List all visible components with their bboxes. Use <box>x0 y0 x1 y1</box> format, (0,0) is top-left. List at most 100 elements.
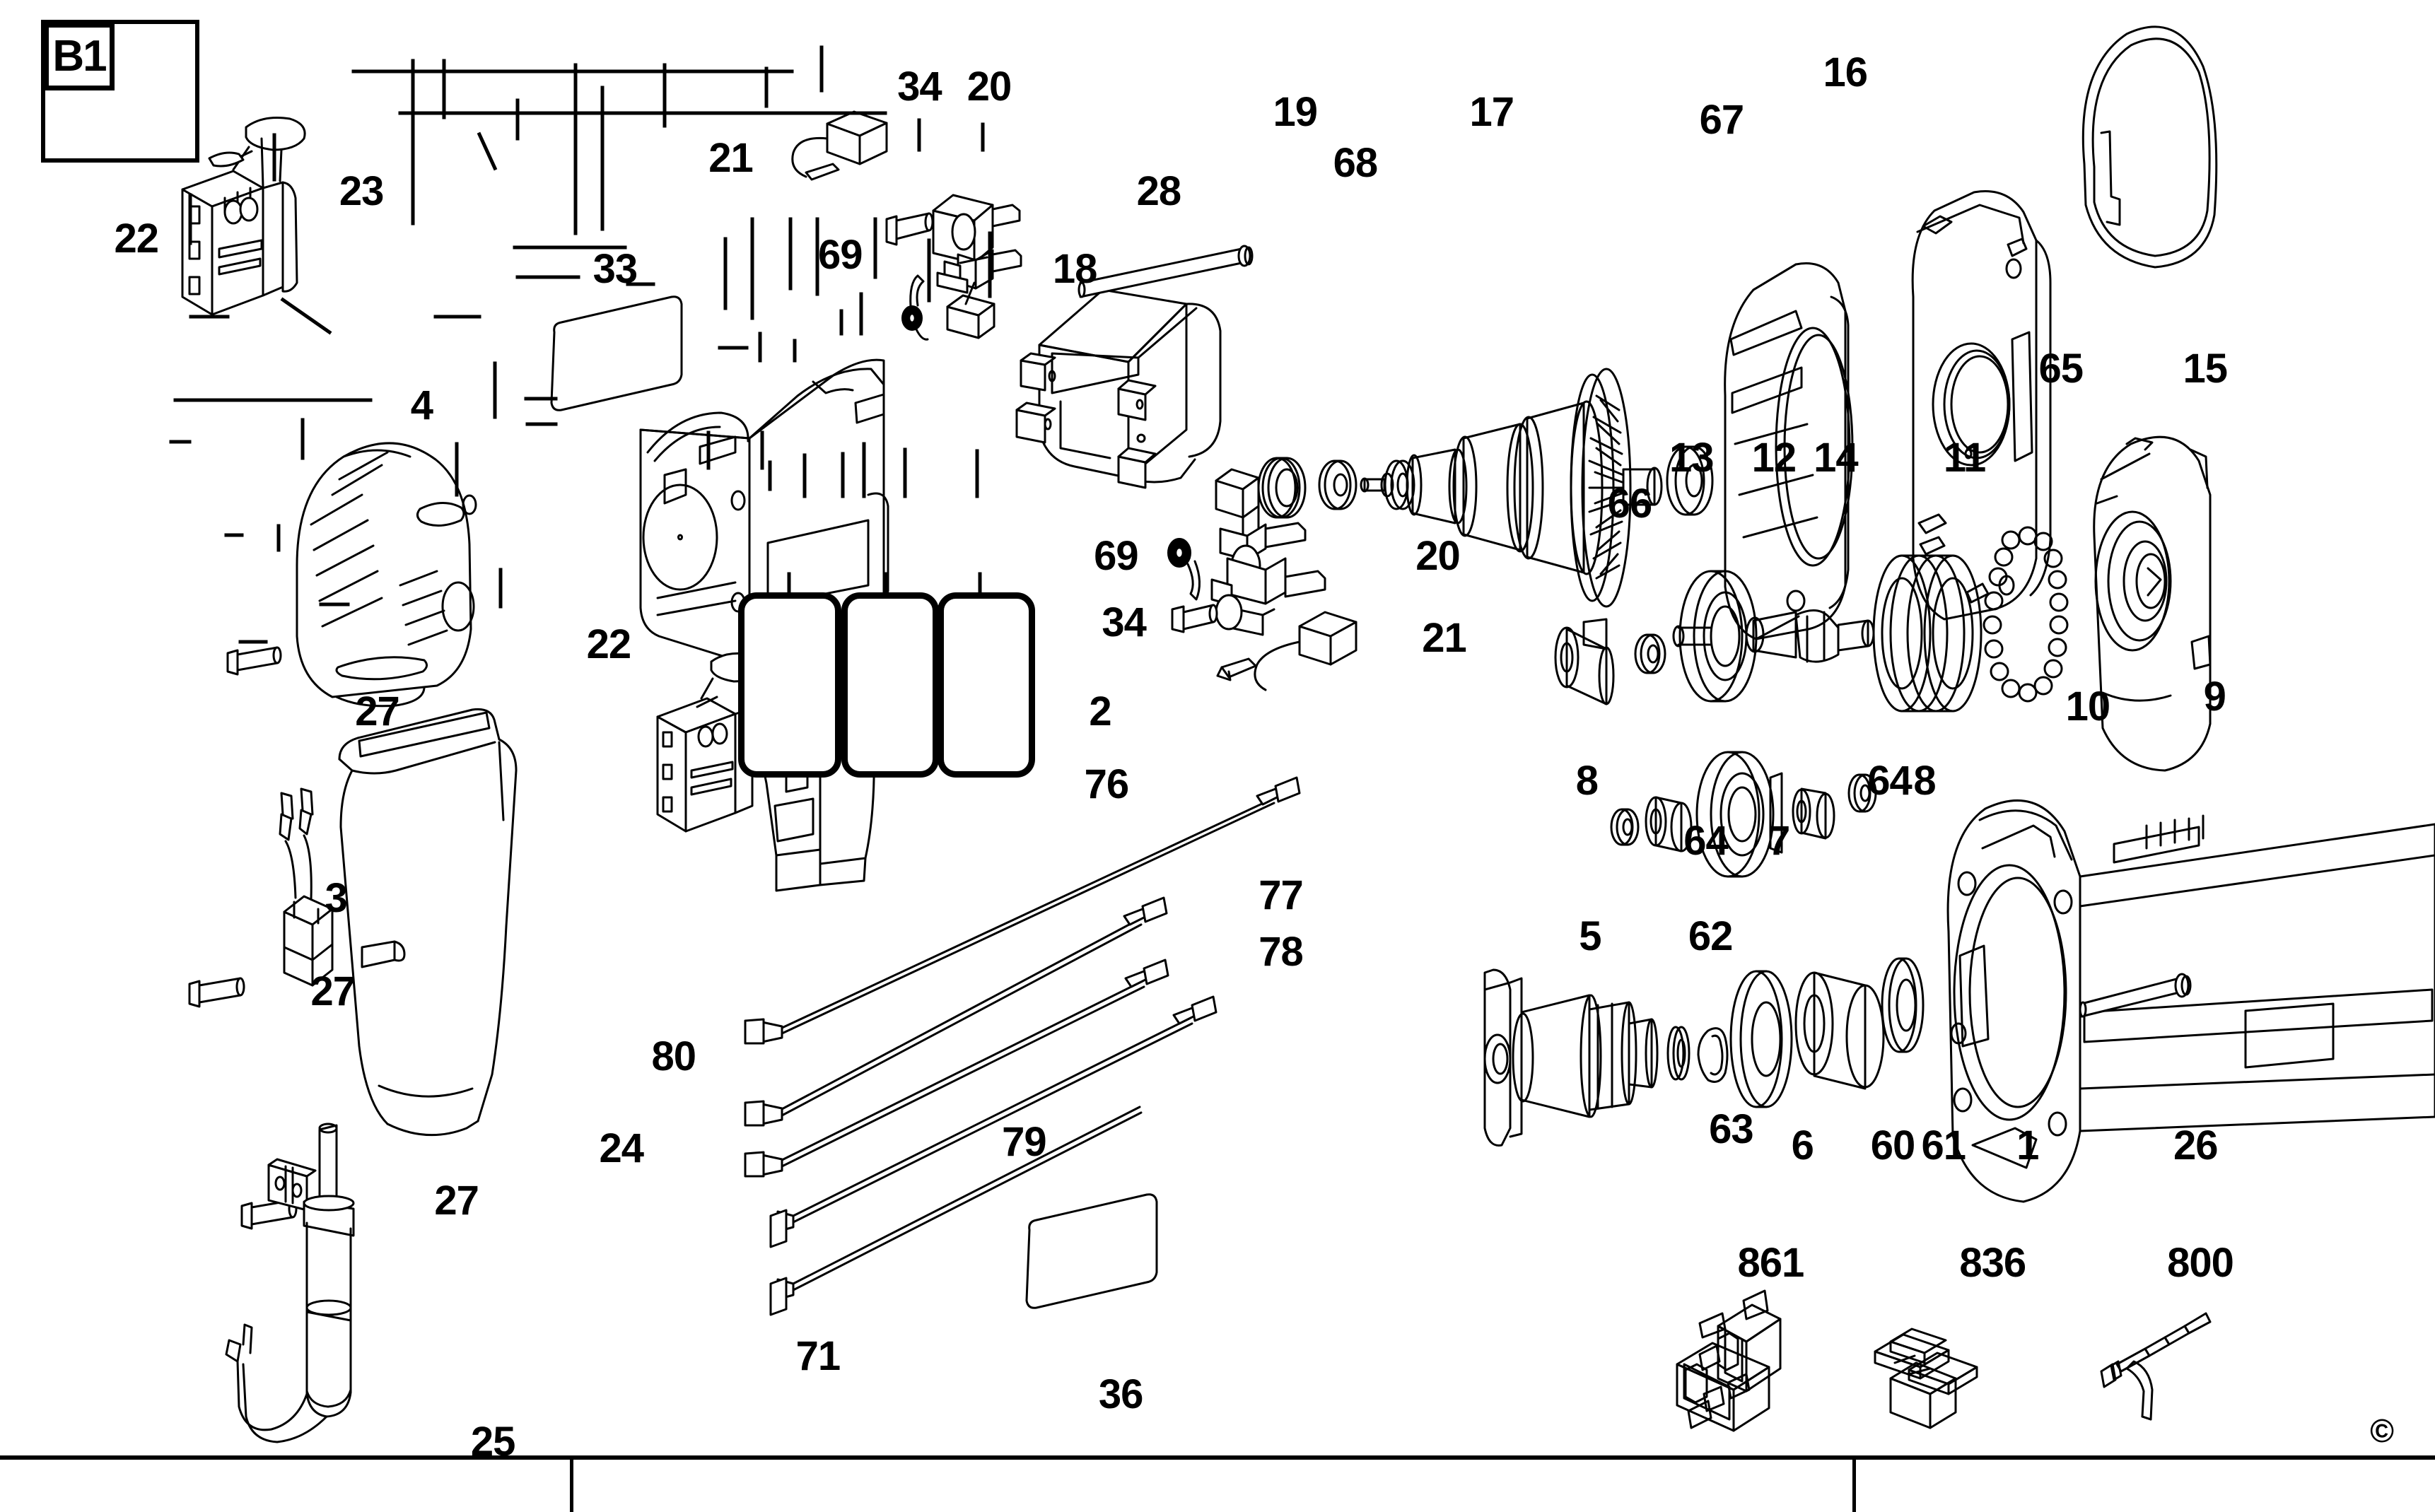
callout-5-anvil-output-spindle: 5 <box>1579 913 1601 959</box>
callout-36-warning-label: 36 <box>1098 1371 1144 1417</box>
screw-26-drawing <box>2080 974 2190 1016</box>
callout-68-washer: 68 <box>1333 139 1379 186</box>
callout-18-field-stator: 18 <box>1052 246 1098 293</box>
seal-ring-15-drawing <box>2083 27 2216 267</box>
callout-76-lead-wire: 76 <box>1084 761 1130 807</box>
callout-69-spring-clip: 69 <box>817 231 863 278</box>
callout-20-brush-holder: 20 <box>967 64 1012 110</box>
callout-64-spacer-bush: 64 <box>1683 818 1729 865</box>
callout-836-case-insert-tray: 836 <box>1959 1239 2026 1286</box>
callout-861-carrying-case: 861 <box>1737 1239 1804 1286</box>
accessory-box-800 <box>938 592 1035 778</box>
accessory-tool-800-drawing <box>2101 1313 2210 1419</box>
callout-20-brush-holder: 20 <box>1415 532 1461 579</box>
callout-65-bearing-plate: 65 <box>2038 346 2084 392</box>
callout-4-end-cap-cover: 4 <box>410 382 433 428</box>
bottom-divider-left <box>570 1460 573 1512</box>
callout-80-cord-strain-relief: 80 <box>651 1033 697 1080</box>
bearing-12-drawing <box>1674 571 1874 701</box>
carrying-case-861-drawing <box>1677 1291 1780 1431</box>
callout-800-accessory-tool: 800 <box>2167 1239 2234 1286</box>
callout-71-cord-protector-sleeve: 71 <box>795 1333 841 1380</box>
callout-69-spring-clip: 69 <box>1094 532 1139 579</box>
callout-28-long-bolt: 28 <box>1136 168 1182 215</box>
gear-case-1-drawing <box>1948 800 2435 1202</box>
callout-22-switch-assembly: 22 <box>114 216 159 262</box>
callout-66-collar: 66 <box>1607 480 1653 527</box>
washer-68-drawing <box>1319 461 1356 509</box>
hammer-case-9-drawing <box>2094 437 2210 770</box>
callout-62-o-ring: 62 <box>1688 913 1734 959</box>
callout-60-needle-bearing: 60 <box>1870 1122 1916 1168</box>
callout-27-screw: 27 <box>310 968 356 1015</box>
callout-78-lead-wire: 78 <box>1259 929 1304 975</box>
callout-79-lead-wire: 79 <box>1002 1119 1047 1166</box>
cord-clamp-24-drawing <box>269 1159 315 1210</box>
callout-34-screw: 34 <box>1102 599 1147 645</box>
thrust-washer-6-drawing <box>1731 971 1792 1107</box>
handle-cover-3-drawing <box>339 709 516 1135</box>
callout-1-gear-case-housing: 1 <box>2016 1122 2039 1168</box>
cord-sleeve-71-drawing <box>226 1124 354 1442</box>
bearing-row-drawing <box>1611 752 1876 877</box>
callout-24-cord-clamp: 24 <box>599 1125 645 1172</box>
callout-8-washer: 8 <box>1575 758 1599 804</box>
callout-3-handle-cover: 3 <box>325 875 348 922</box>
accessory-box-861 <box>738 592 841 778</box>
callout-2-housing-half-right: 2 <box>1089 688 1111 734</box>
accessory-box-836 <box>841 592 939 778</box>
callout-23-trigger-lever: 23 <box>339 168 385 215</box>
callout-17-armature-rotor: 17 <box>1469 89 1515 136</box>
callout-9-hammer-case: 9 <box>2203 674 2226 720</box>
callout-67-washer: 67 <box>1699 97 1745 143</box>
callout-12-bearing: 12 <box>1751 434 1797 481</box>
bottom-rule <box>0 1455 2435 1460</box>
seal-washer-61-drawing <box>1882 959 1923 1052</box>
callout-33-nameplate-label: 33 <box>592 246 638 293</box>
bearing-plate-65-drawing <box>1913 192 2050 619</box>
inset-tag-b1: B1 <box>44 23 115 90</box>
callout-77-lead-wire: 77 <box>1259 872 1304 918</box>
bearing-19-drawing <box>1259 458 1305 517</box>
copyright-mark: © <box>2370 1412 2394 1449</box>
callout-15-seal-ring: 15 <box>2183 346 2228 392</box>
collar-66-drawing <box>1555 619 1613 704</box>
long-bolt-28-drawing <box>1079 246 1252 297</box>
callout-7-bearing: 7 <box>1768 818 1790 865</box>
oring-62-drawing <box>1668 1027 1689 1079</box>
callout-6-thrust-washer: 6 <box>1791 1122 1814 1168</box>
callout-34-screw: 34 <box>897 64 942 110</box>
inset-tag-label: B1 <box>52 32 107 81</box>
field-18-drawing <box>1017 290 1220 488</box>
ball-cage-10-drawing <box>1984 527 2067 701</box>
callout-19-bearing: 19 <box>1273 89 1318 136</box>
retaining-ring-63-drawing <box>1698 1028 1727 1082</box>
end-cap-4-drawing <box>297 443 476 706</box>
callout-25-power-cord: 25 <box>470 1419 516 1465</box>
washer-13-drawing <box>1635 635 1665 673</box>
case-tray-836-drawing <box>1875 1329 1977 1428</box>
steel-ball-14-drawing <box>1787 591 1804 611</box>
armature-17-drawing <box>1361 369 1662 606</box>
inset-switch-assembly-drawing <box>182 118 305 315</box>
brush-set-bottom-drawing <box>1168 469 1356 690</box>
callout-21-carbon-brush: 21 <box>708 135 754 182</box>
callout-10-ball-bearing-cage: 10 <box>2065 683 2111 729</box>
callout-27-screw: 27 <box>434 1178 479 1224</box>
callout-63-retaining-ring: 63 <box>1709 1106 1754 1153</box>
callout-26-screw: 26 <box>2173 1122 2219 1168</box>
callout-11-hammer-spring: 11 <box>1943 434 1986 481</box>
warning-label-36-drawing <box>1027 1195 1157 1308</box>
callout-16-baffle-air-deflector: 16 <box>1823 49 1869 95</box>
bottom-divider-right <box>1852 1460 1856 1512</box>
strain-relief-80-drawing <box>280 789 332 985</box>
needle-bearing-60-drawing <box>1796 973 1884 1089</box>
callout-22-switch-assembly: 22 <box>586 621 632 668</box>
screws-27-drawing <box>189 647 296 1229</box>
brush-set-top-drawing <box>793 112 1021 339</box>
anvil-5-drawing <box>1485 970 1657 1146</box>
callout-61-seal-washer: 61 <box>1921 1122 1967 1168</box>
nameplate-33-drawing <box>551 297 682 411</box>
